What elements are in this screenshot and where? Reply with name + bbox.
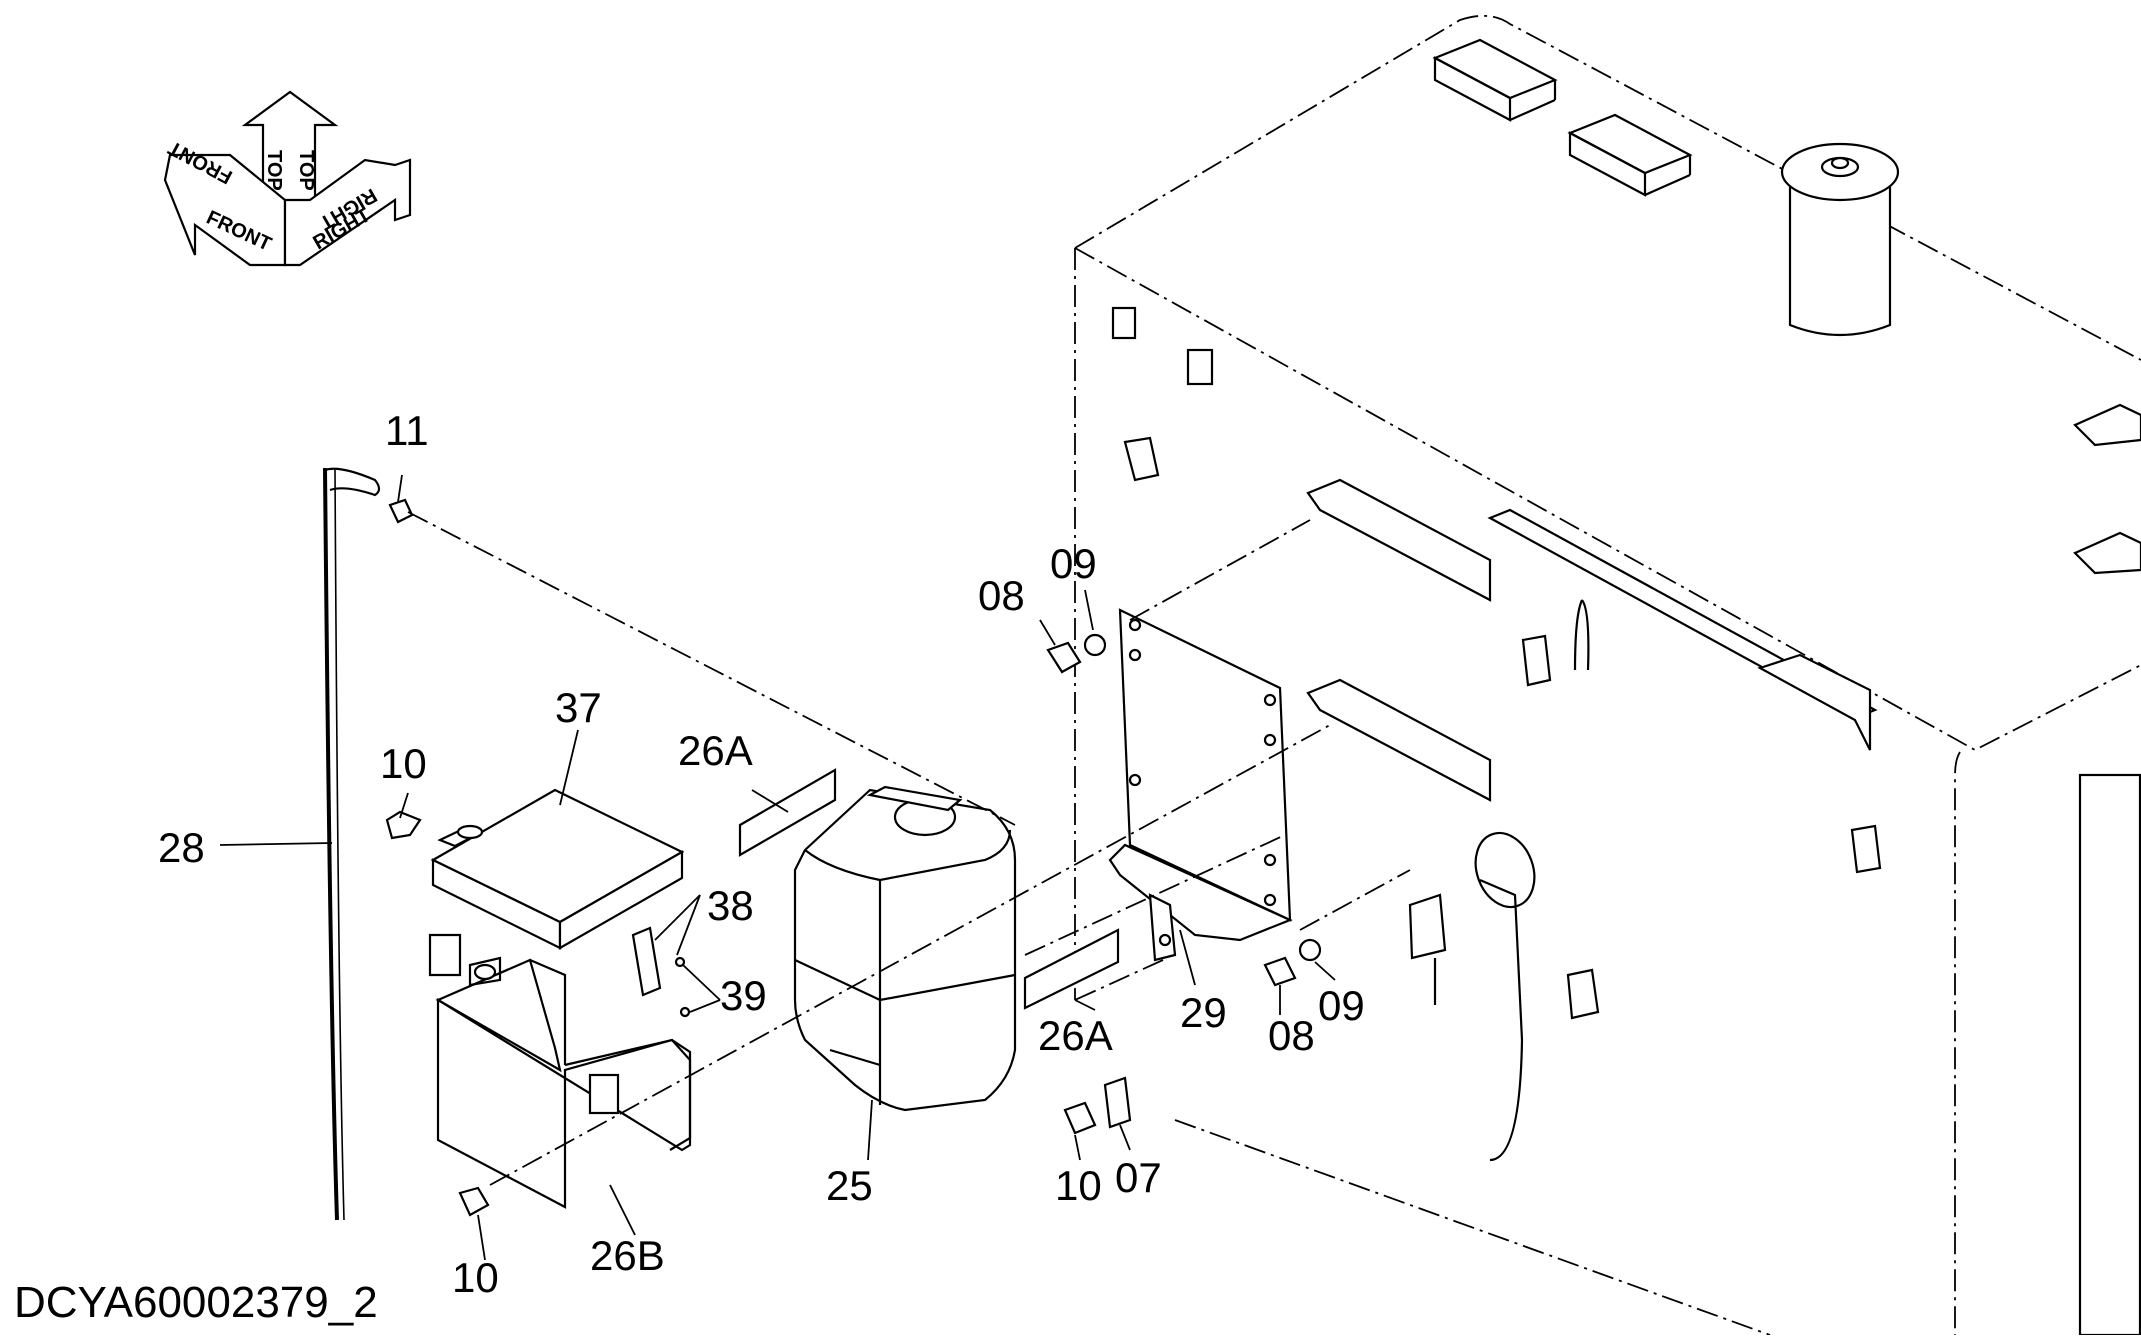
mounting-bracket (1108, 608, 1293, 962)
callout-10-bracket: 10 (1055, 1162, 1102, 1209)
decal (1023, 928, 1120, 1010)
top-label: TOP (263, 150, 285, 191)
callout-37: 37 (555, 684, 602, 731)
callout-25: 25 (826, 1162, 873, 1209)
callout-26b: 26B (590, 1232, 665, 1279)
callout-10-battery: 10 (380, 740, 427, 787)
callout-08-top: 08 (978, 572, 1025, 619)
callout-26a-left: 26A (678, 727, 753, 774)
overflow-hose (323, 467, 414, 1221)
callout-09-top: 09 (1050, 540, 1097, 587)
callout-11: 11 (385, 407, 429, 454)
reserve-tank (793, 785, 1017, 1112)
callout-09-bottom: 09 (1318, 982, 1365, 1029)
connector-icon (1408, 831, 1536, 1162)
orientation-arrows-icon: FRONT FRONT TOP TOP RIGHT RIGHT (163, 90, 412, 267)
callout-28: 28 (158, 824, 205, 871)
callout-39: 39 (720, 972, 767, 1019)
callout-labels: 11 28 10 37 38 39 26A 25 26B 10 08 09 29… (158, 407, 1365, 1301)
top-label-mirror: TOP (295, 150, 317, 191)
hydraulic-tank (1074, 14, 2141, 1337)
filler-cap-icon (1780, 142, 1900, 337)
battery-clamp (631, 926, 691, 1018)
callout-07: 07 (1115, 1154, 1162, 1201)
battery (430, 788, 685, 950)
callout-26a-right: 26A (1038, 1012, 1113, 1059)
battery-box (428, 933, 692, 1209)
callout-29: 29 (1180, 989, 1227, 1036)
drawing-id: DCYA60002379_2 (14, 1278, 378, 1327)
callout-38: 38 (707, 882, 754, 929)
bolt-icon (385, 633, 1322, 1217)
callout-10-box: 10 (452, 1254, 499, 1301)
callout-08-bottom: 08 (1268, 1012, 1315, 1059)
